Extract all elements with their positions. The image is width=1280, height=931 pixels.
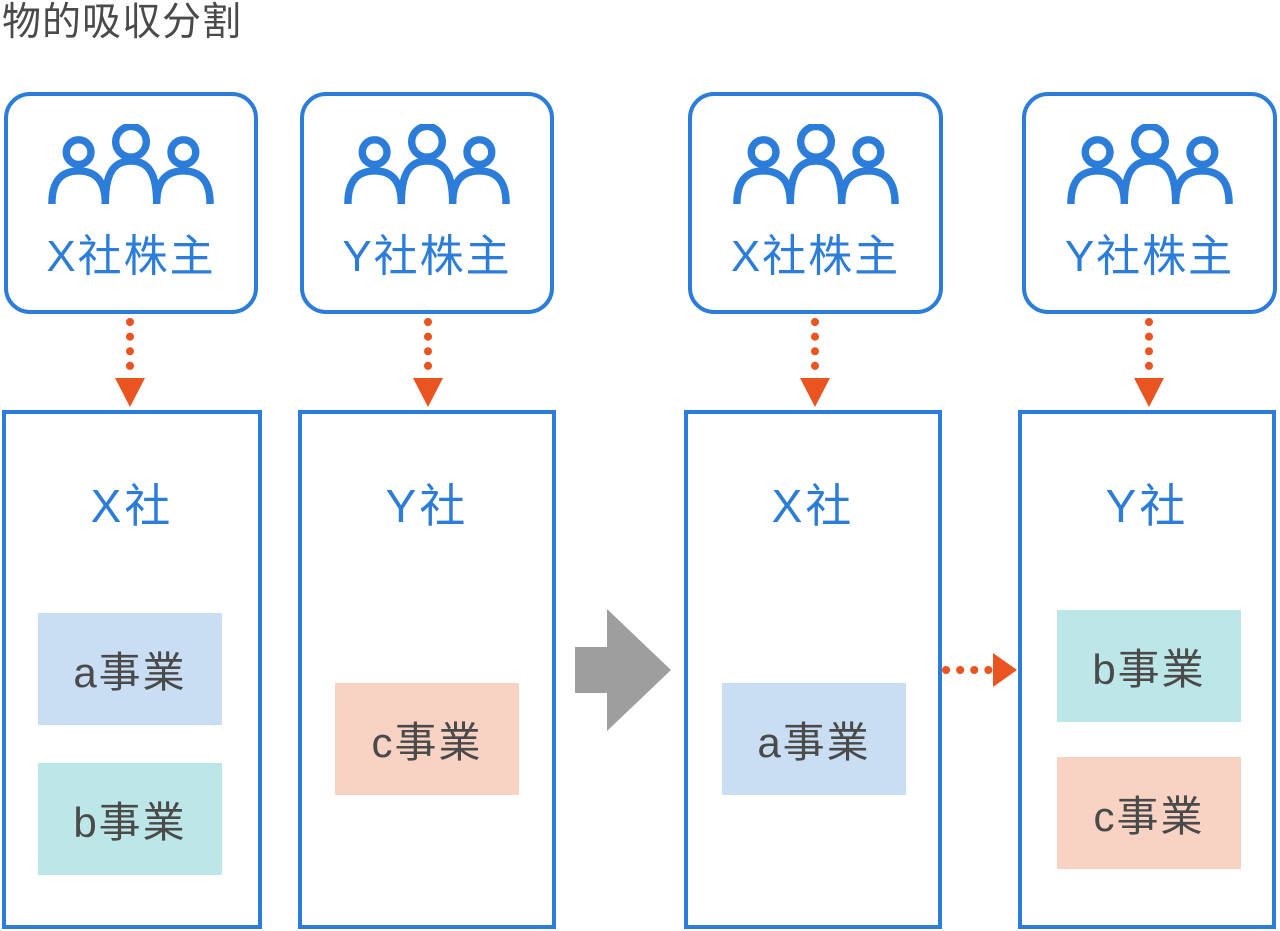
company-label: X社 (90, 480, 174, 532)
dotted-down-arrow-icon (1134, 318, 1164, 407)
business-b-chip: b事業 (38, 763, 222, 875)
business-a-chip: a事業 (38, 613, 222, 725)
after-y-shareholders-box: Y社株主 (1022, 92, 1277, 314)
business-a-chip: a事業 (722, 683, 906, 795)
before-y-company-box: Y社 c事業 (298, 410, 556, 929)
before-x-company-box: X社 a事業 b事業 (2, 410, 262, 929)
company-label: Y社 (1105, 480, 1189, 532)
company-label: Y社 (385, 480, 469, 532)
dotted-down-arrow-icon (800, 318, 830, 407)
people-icon (344, 124, 510, 204)
before-x-shareholders-box: X社株主 (4, 92, 258, 314)
company-label: X社 (771, 480, 855, 532)
people-icon (732, 124, 899, 204)
business-c-chip: c事業 (1057, 757, 1241, 869)
business-b-chip: b事業 (1057, 610, 1241, 722)
people-icon (1066, 124, 1233, 204)
shareholders-label: X社株主 (46, 232, 216, 281)
gray-right-block-arrow-icon (575, 609, 671, 731)
shareholders-label: Y社株主 (342, 232, 512, 281)
shareholders-label: X社株主 (730, 232, 901, 281)
shareholders-label: Y社株主 (1064, 232, 1235, 281)
business-c-chip: c事業 (335, 683, 519, 795)
people-icon (48, 124, 214, 204)
dotted-right-arrow-icon (942, 653, 1017, 687)
before-y-shareholders-box: Y社株主 (300, 92, 554, 314)
dotted-down-arrow-icon (115, 318, 145, 407)
dotted-down-arrow-icon (413, 318, 443, 407)
diagram-title: 物的吸収分割 (2, 1, 243, 44)
after-x-company-box: X社 a事業 (684, 410, 942, 929)
after-x-shareholders-box: X社株主 (688, 92, 943, 314)
after-y-company-box: Y社 b事業 c事業 (1018, 410, 1276, 929)
